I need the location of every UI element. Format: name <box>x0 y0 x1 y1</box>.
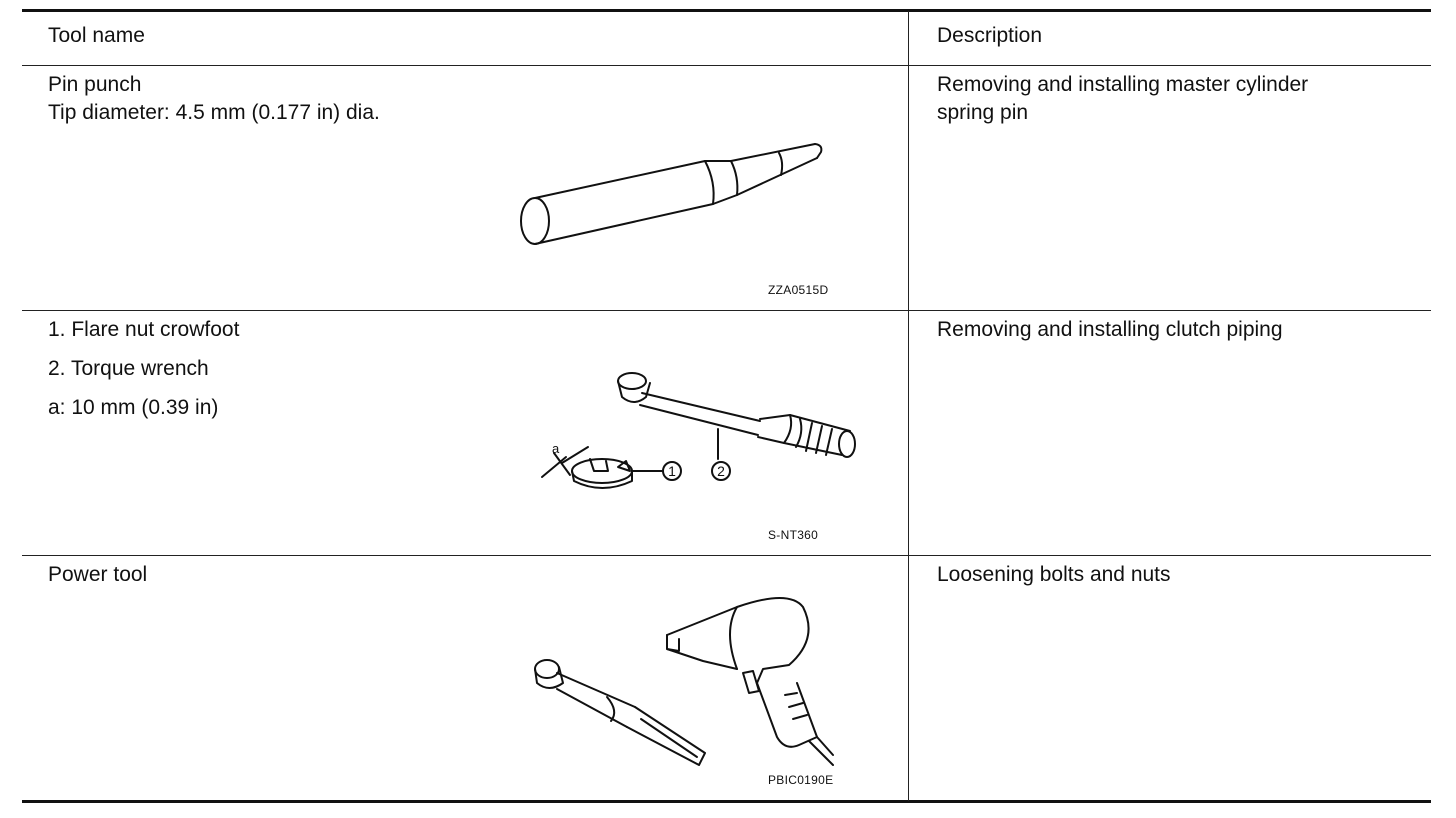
crowfoot-torque-wrench-illustration: 1 2 a <box>522 367 862 497</box>
power-tool-illustration <box>527 587 867 777</box>
row1-figure-code: ZZA0515D <box>768 283 829 297</box>
dimension-a-label: a <box>552 441 560 456</box>
row-rule-2 <box>22 555 1431 556</box>
header-rule <box>22 65 1431 66</box>
bottom-rule <box>22 800 1431 803</box>
callout-1-label: 1 <box>668 463 676 479</box>
row1-description: Removing and installing master cylinder … <box>937 73 1309 124</box>
pin-punch-illustration <box>517 137 857 249</box>
row2-name-line1: 1. Flare nut crowfoot <box>48 318 240 341</box>
callout-2-label: 2 <box>717 463 725 479</box>
header-tool-name: Tool name <box>48 24 145 47</box>
row3-figure-code: PBIC0190E <box>768 773 834 787</box>
row1-name-line1: Pin punch <box>48 73 142 96</box>
row2-description: Removing and installing clutch piping <box>937 318 1283 341</box>
special-tools-table: Tool name Description Pin punch Tip diam… <box>22 9 1431 803</box>
row2-figure-code: S-NT360 <box>768 528 819 542</box>
top-rule <box>22 9 1431 12</box>
header-description: Description <box>937 24 1043 47</box>
row1-name-line2: Tip diameter: 4.5 mm (0.177 in) dia. <box>48 101 380 124</box>
row3-description: Loosening bolts and nuts <box>937 563 1171 586</box>
column-divider <box>908 11 909 801</box>
row2-name-line3: a: 10 mm (0.39 in) <box>48 396 219 419</box>
row-rule-1 <box>22 310 1431 311</box>
row2-name-line2: 2. Torque wrench <box>48 357 209 380</box>
row3-name-line1: Power tool <box>48 563 148 586</box>
